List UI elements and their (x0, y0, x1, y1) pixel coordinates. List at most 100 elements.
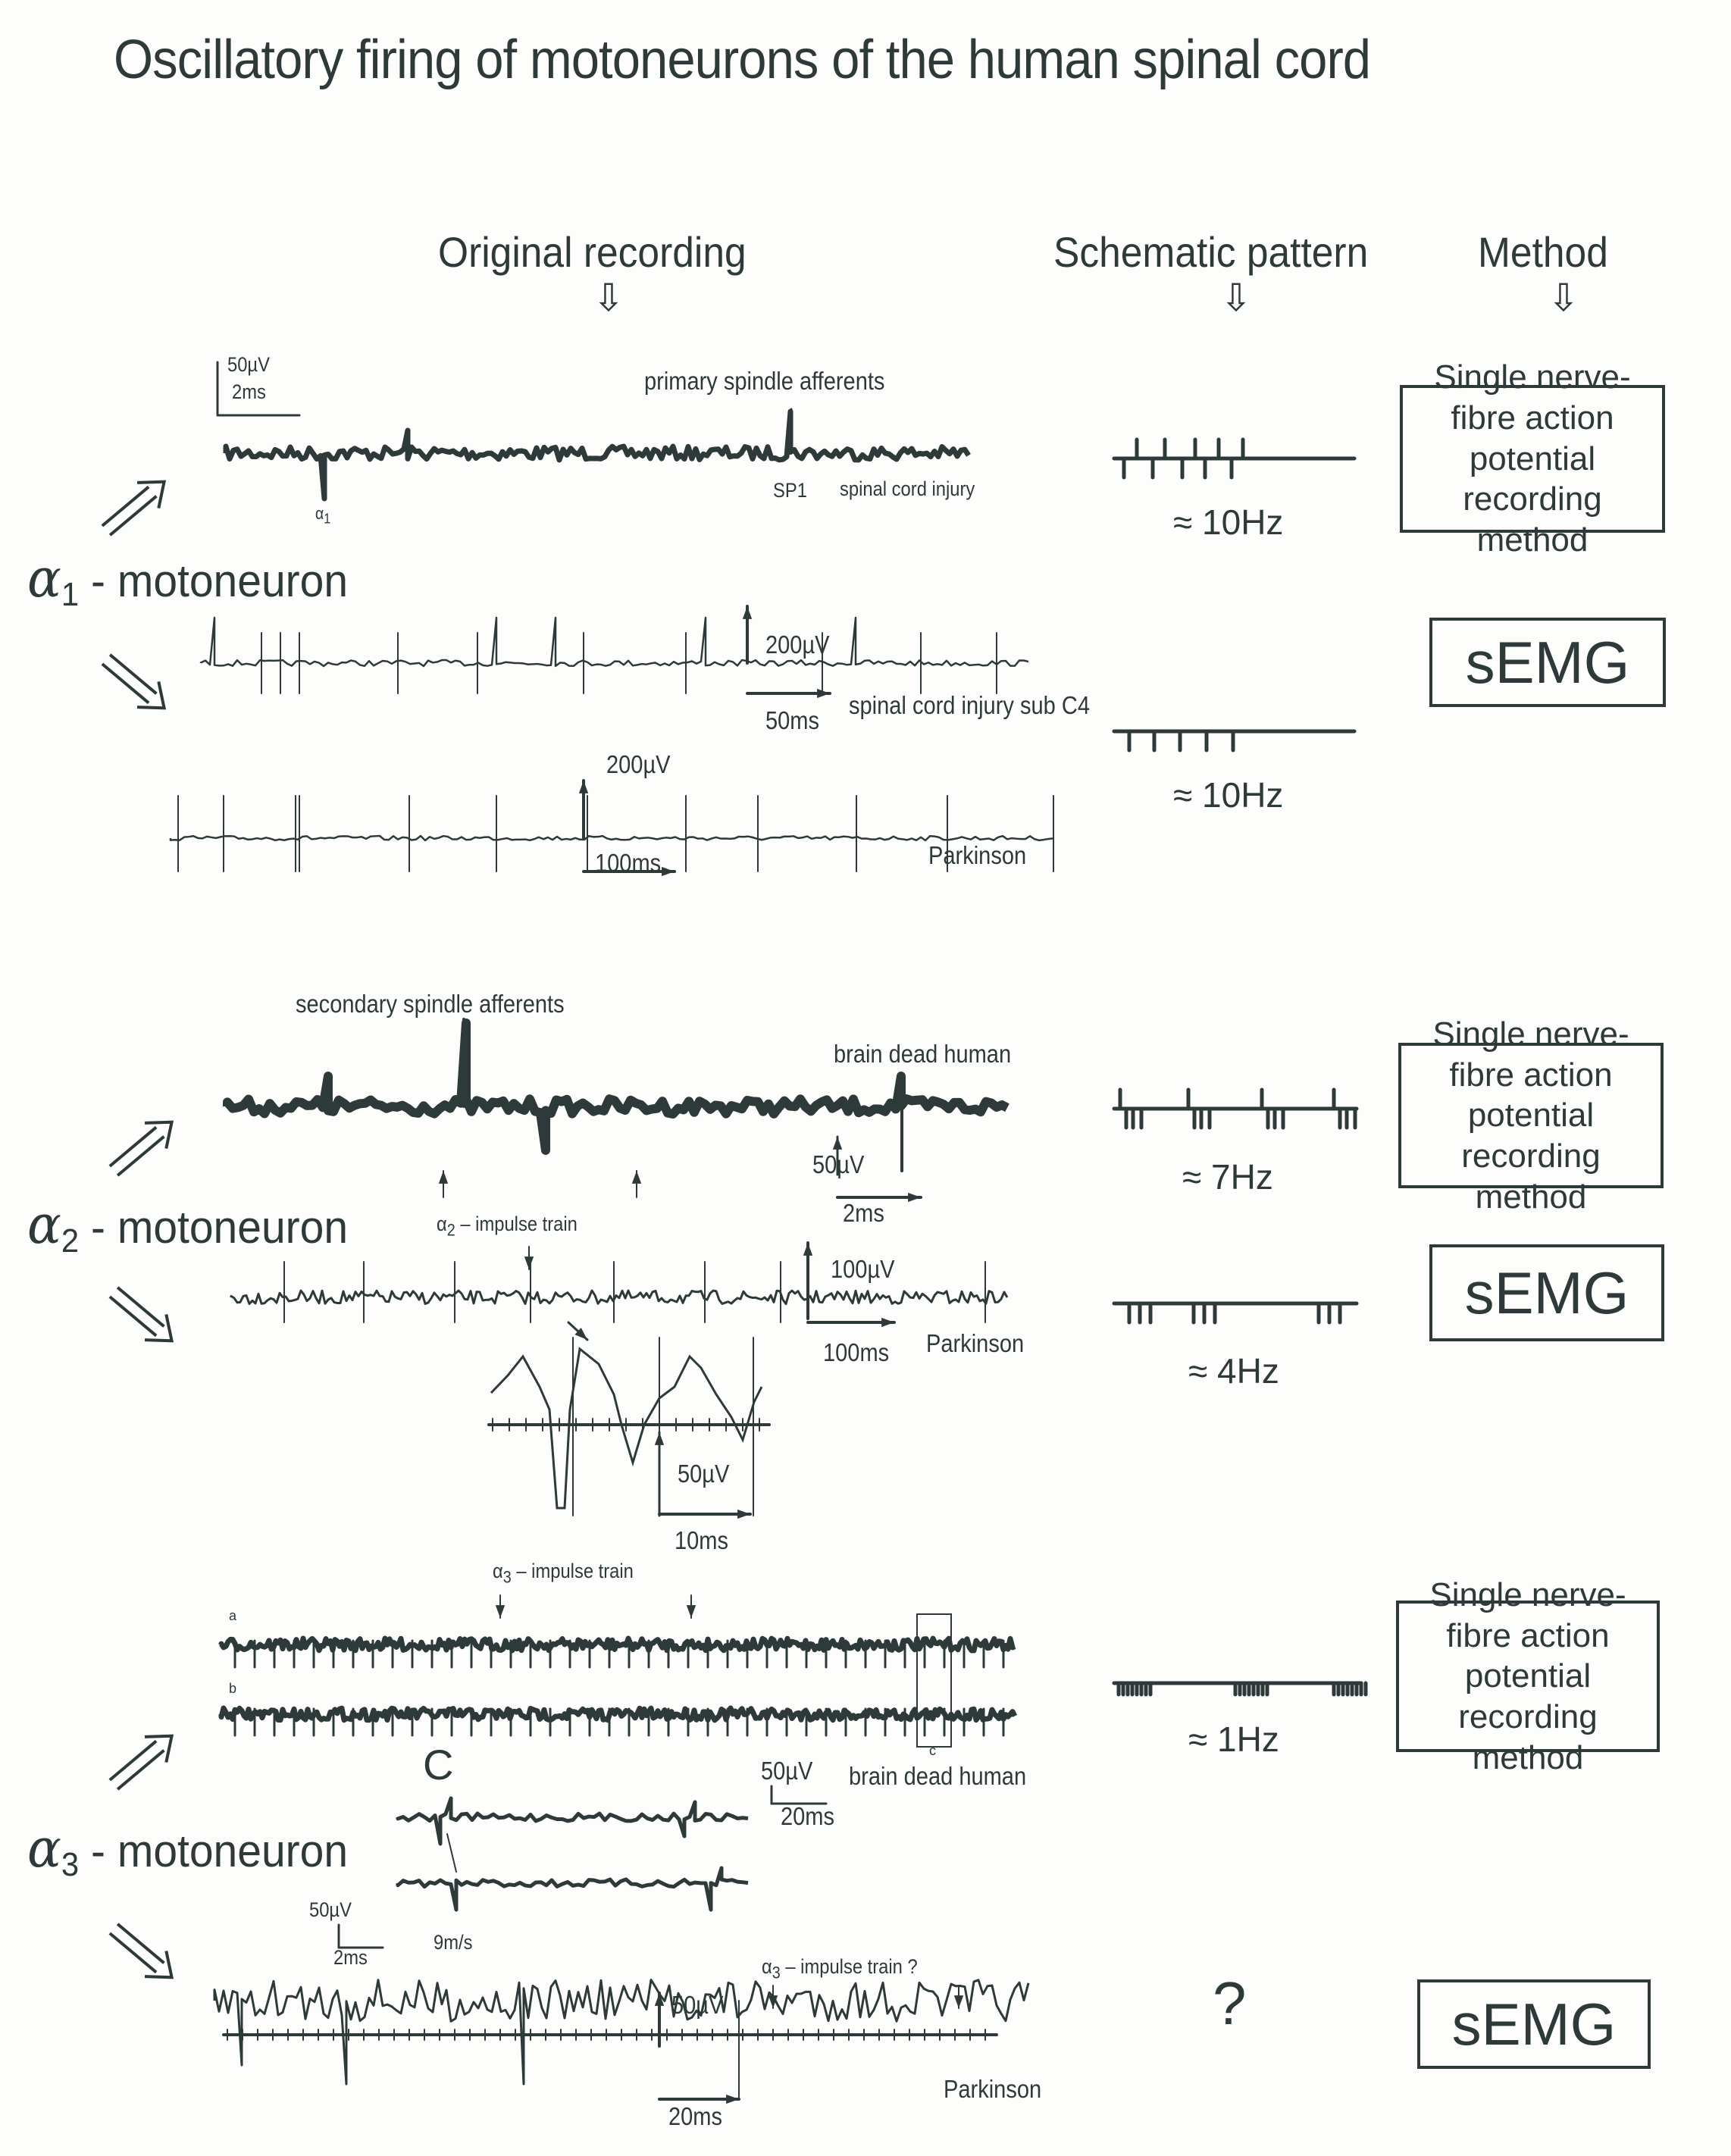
alpha3-inset-trace-a (396, 1796, 749, 1846)
alpha3-motoneuron-label: α3 - motoneuron (27, 1817, 348, 1884)
method-box-single-nerve-fibre: Single nerve-fibre action potential reco… (1400, 358, 1665, 559)
alpha1-single-fibre-trace (223, 408, 971, 502)
scale-arrow-voltage-head (654, 1432, 665, 1445)
alpha1-motoneuron-label: α1 - motoneuron (27, 547, 348, 614)
alpha-symbol: α (315, 504, 324, 523)
alpha2-motoneuron-label: α2 - motoneuron (27, 1194, 348, 1260)
method-box-semg: sEMG (1429, 618, 1666, 707)
unknown-pattern-question-mark: ? (1213, 1970, 1247, 2037)
scale-time: 50ms (765, 706, 820, 734)
alpha2-single-fibre-trace (223, 1019, 1009, 1155)
inset-selection-box (916, 1613, 952, 1748)
scale-time: 100ms (823, 1338, 890, 1366)
alpha-symbol: α (27, 1194, 61, 1256)
scale-time: 20ms (781, 1802, 835, 1830)
method-label: sEMG (1464, 1259, 1629, 1326)
scale-voltage: 50µV (678, 1460, 730, 1488)
double-arrow-down-icon (108, 1286, 174, 1343)
annotation-condition: spinal cord injury (840, 477, 975, 500)
condition-label: brain dead human (849, 1762, 1027, 1790)
scale-time: 10ms (675, 1526, 729, 1554)
conduction-velocity: 9m/s (434, 1931, 473, 1954)
double-arrow-down-icon (101, 653, 167, 710)
conduction-line (446, 1833, 457, 1873)
column-header-original: Original recording (438, 228, 747, 276)
scale-time: 100ms (595, 849, 662, 877)
condition-label: Parkinson (944, 2075, 1042, 2103)
scale-voltage: 50µV (761, 1757, 813, 1785)
down-arrow-icon: ⇩ (1220, 277, 1252, 319)
method-label: sEMG (1465, 628, 1630, 696)
neuron-label-text: - motoneuron (91, 1826, 349, 1876)
alpha-symbol: α (762, 1955, 772, 1978)
page-title: Oscillatory firing of motoneurons of the… (114, 30, 1371, 90)
double-arrow-up-icon (108, 1120, 174, 1177)
alpha3-semg-trace (213, 1978, 1030, 2086)
zoom-arrow-icon-head (574, 1328, 587, 1340)
impulse-train-up-arrow-head (631, 1171, 642, 1184)
alpha2-semg-trace (230, 1289, 1009, 1306)
scale-arrow-time-head (737, 1509, 750, 1519)
double-arrow-up-icon (101, 480, 167, 537)
down-arrow-icon: ⇩ (593, 277, 624, 319)
double-arrow-up-icon (108, 1734, 174, 1791)
double-arrow-down-icon (108, 1923, 174, 1979)
spike-label-alpha1: α1 (315, 504, 330, 527)
alpha-symbol: α (27, 547, 61, 609)
scale-arrow-voltage-head (578, 781, 589, 793)
scale-voltage: 50µV (671, 1991, 724, 2019)
scale-voltage: 100µV (831, 1255, 895, 1283)
scale-arrow-time-head (662, 866, 675, 877)
annotation-condition: brain dead human (834, 1040, 1012, 1068)
impulse-train-text: – impulse train ? (785, 1955, 918, 1978)
frequency-label: ≈ 10Hz (1173, 775, 1284, 815)
column-header-method: Method (1478, 228, 1608, 276)
alpha2-inset-trace (490, 1347, 763, 1510)
alpha-subscript: 3 (61, 1846, 80, 1883)
frequency-label: ≈ 10Hz (1173, 502, 1284, 542)
impulse-train-down-arrow-head (495, 1605, 506, 1618)
impulse-train-label: α3 – impulse train (493, 1560, 634, 1587)
annotation-secondary-spindle-afferents: secondary spindle afferents (296, 990, 565, 1018)
trace-label-c: c (929, 1743, 936, 1758)
alpha1-semg-trace-sci (199, 616, 1029, 668)
scale-time: 2ms (232, 380, 266, 403)
annotation-sp1: SP1 (773, 479, 807, 502)
condition-label: Parkinson (926, 1329, 1025, 1357)
scale-voltage: 200µV (606, 750, 671, 778)
neuron-label-text: - motoneuron (91, 555, 349, 606)
inset-scale-time: 2ms (333, 1946, 368, 1969)
scale-arrow-time-head (908, 1192, 921, 1203)
condition-label: spinal cord injury sub C4 (849, 691, 1090, 719)
scale-arrow-time-head (881, 1317, 894, 1328)
column-header-schematic: Schematic pattern (1053, 228, 1369, 276)
impulse-train-down-arrow-head (686, 1605, 696, 1618)
scale-arrow-voltage-head (832, 1137, 843, 1150)
scale-time: 2ms (843, 1199, 884, 1227)
alpha3-trace-b (218, 1705, 1018, 1723)
trace-label-a: a (229, 1608, 237, 1623)
impulse-train-label: α3 – impulse train ? (762, 1955, 918, 1982)
method-box-semg: sEMG (1429, 1244, 1664, 1341)
impulse-train-up-arrow-head (438, 1171, 449, 1184)
impulse-train-down-arrow-head (953, 1995, 964, 2008)
scale-arrow-time-head (817, 688, 830, 699)
alpha3-trace-a (218, 1635, 1016, 1654)
method-label: sEMG (1451, 1990, 1617, 2057)
scale-voltage: 50µV (227, 353, 270, 376)
inset-label-c: C (423, 1741, 454, 1788)
method-label: Single nerve-fibre action potential reco… (1434, 358, 1631, 559)
impulse-train-text: – impulse train (516, 1560, 634, 1582)
annotation-primary-spindle-afferents: primary spindle afferents (644, 367, 885, 395)
alpha3-inset-trace-b (396, 1866, 749, 1912)
trace-label-b: b (229, 1681, 237, 1696)
method-box-single-nerve-fibre: Single nerve-fibre action potential reco… (1398, 1015, 1664, 1216)
alpha-subscript: 3 (772, 1963, 781, 1982)
impulse-train-down-arrow-head (524, 1256, 534, 1269)
alpha-subscript: 2 (446, 1220, 455, 1240)
scale-arrow-voltage-head (654, 1993, 665, 2006)
condition-label: Parkinson (928, 841, 1027, 869)
method-label: Single nerve-fibre action potential reco… (1432, 1015, 1629, 1216)
neuron-label-text: - motoneuron (91, 1202, 349, 1253)
